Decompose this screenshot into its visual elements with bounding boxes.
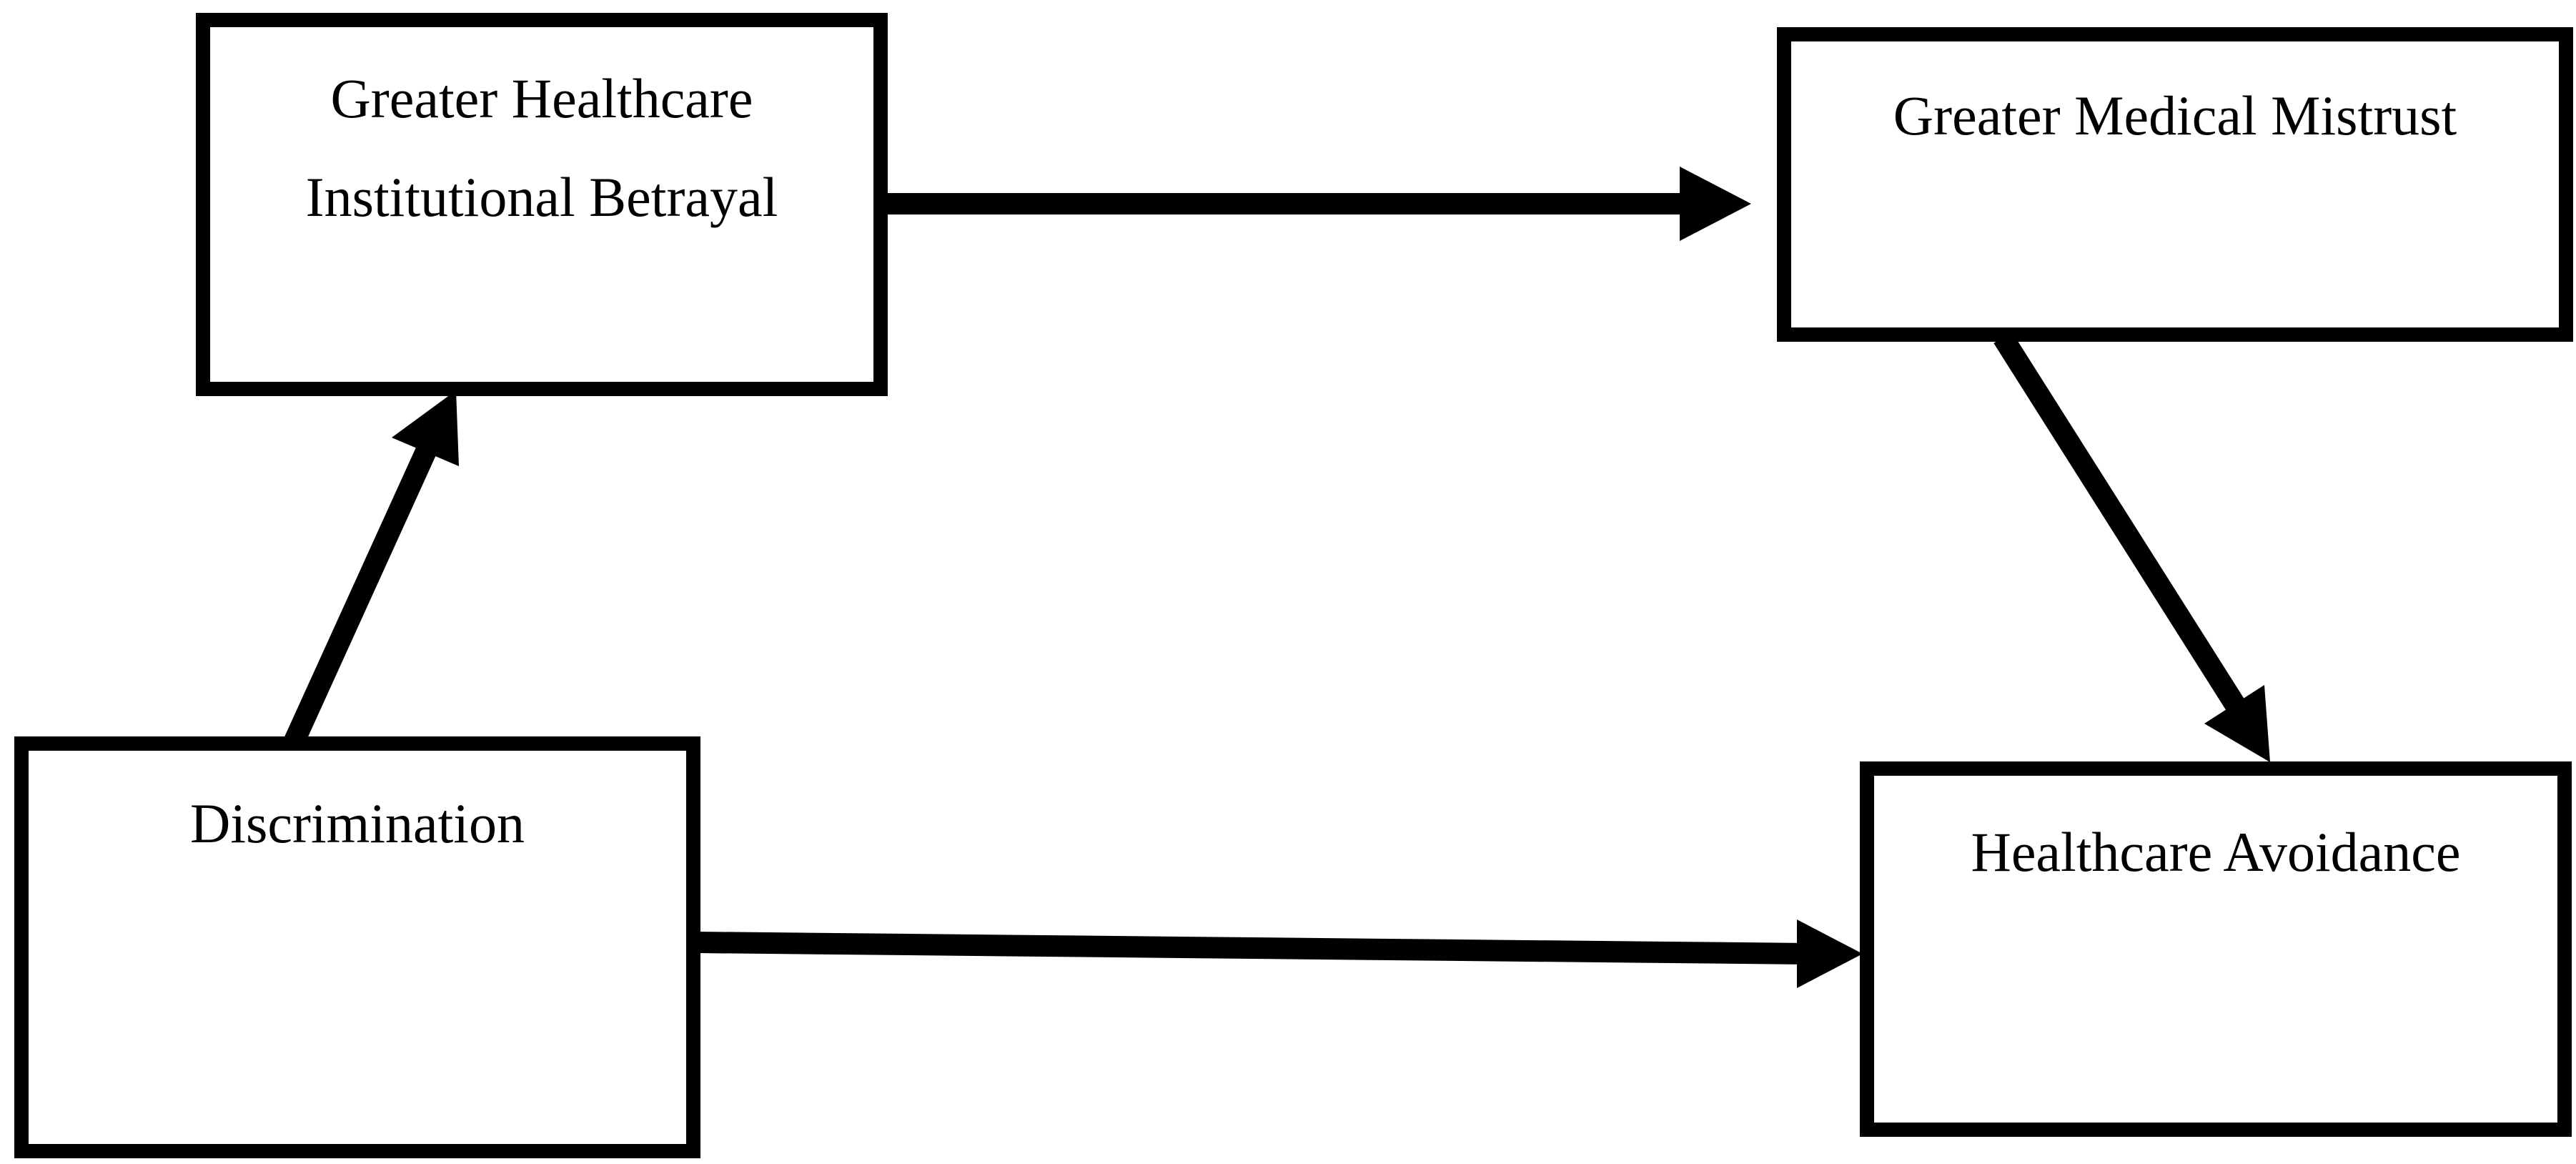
node-label: Greater Medical Mistrust [1893,84,2457,147]
edge-discrimination-to-avoidance [695,919,1863,988]
node-label-line2: Institutional Betrayal [306,166,778,228]
node-box [14,736,700,1158]
node-box [196,13,888,396]
arrow-head [1680,167,1751,241]
node-box [1777,27,2573,342]
edge-line [695,932,1809,965]
node-label-line1: Greater Healthcare [330,67,753,129]
edge-betrayal-to-mistrust [883,167,1751,241]
edge-mistrust-to-avoidance [1993,331,2270,762]
arrow-head [1797,919,1863,988]
node-healthcare-avoidance: Healthcare Avoidance [1860,761,2572,1137]
node-label: Discrimination [190,792,525,854]
edge-line [1993,331,2246,714]
edge-discrimination-to-betrayal [284,390,459,746]
edge-line [284,437,440,746]
node-medical-mistrust: Greater Medical Mistrust [1777,27,2573,342]
arrow-head [392,390,459,466]
node-discrimination: Discrimination [14,736,700,1158]
node-institutional-betrayal: Greater Healthcare Institutional Betraya… [196,13,888,396]
arrow-head [2204,685,2270,762]
node-label: Healthcare Avoidance [1971,821,2460,883]
node-box [1860,761,2572,1137]
